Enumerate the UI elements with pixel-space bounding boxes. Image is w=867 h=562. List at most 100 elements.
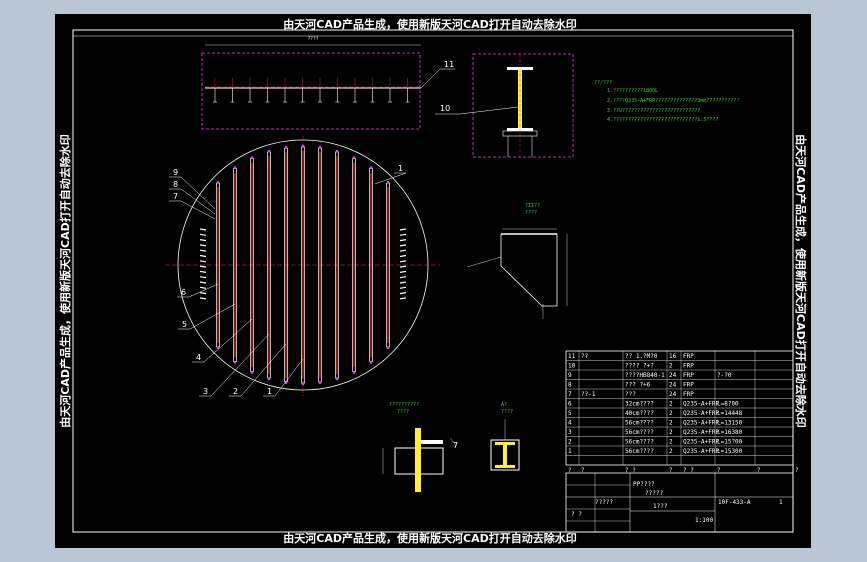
plan-beam-end-bottom bbox=[318, 381, 322, 385]
detail-ii-title: ?II?? bbox=[525, 203, 540, 209]
plan-beam-web bbox=[387, 187, 389, 343]
bracket-outline bbox=[500, 233, 558, 307]
parts-cell-qty: 2 bbox=[669, 401, 673, 408]
detail-a-flange-bottom bbox=[495, 465, 515, 468]
plan-leader-line bbox=[180, 176, 216, 210]
drawing-number: 10F-433-A bbox=[718, 499, 751, 506]
top-view-box bbox=[201, 52, 421, 130]
technical-notes: ??/??? 1.??????????1800L 2.????Q235-A+FR… bbox=[594, 80, 739, 123]
parts-cell-qty: 24 bbox=[669, 372, 677, 379]
plan-beam-end-top bbox=[301, 144, 305, 148]
plan-beam-end-top bbox=[369, 166, 373, 169]
detail-channel-section: ?????????? ???? 7 bbox=[382, 402, 458, 492]
plan-beam-end-top bbox=[250, 156, 254, 159]
plan-beam-web bbox=[268, 156, 270, 374]
watermark-bottom: 由天河CAD产品生成，使用新版天河CAD打开自动去除水印 bbox=[283, 531, 576, 545]
parts-cell-qty: 2 bbox=[669, 410, 673, 417]
parts-cell-no: 9 bbox=[568, 372, 572, 379]
watermark-top: 由天河CAD产品生成，使用新版天河CAD打开自动去除水印 bbox=[283, 17, 576, 31]
parts-cell-note: L=15?00 bbox=[717, 439, 743, 446]
channel-callout-leader bbox=[449, 437, 456, 445]
edge-support-left bbox=[199, 276, 207, 279]
plan-beam-web bbox=[285, 152, 287, 378]
parts-cell-qty: 2 bbox=[669, 439, 673, 446]
plan-callout-c8: 8 bbox=[173, 180, 178, 189]
parts-cell-mat: FRP bbox=[683, 391, 694, 398]
edge-support-left bbox=[199, 254, 207, 258]
note-2: 2.????Q235-A+FRP??????????????3mm???????… bbox=[607, 98, 739, 104]
edge-support-right bbox=[399, 281, 407, 284]
plan-beam-end-top bbox=[216, 180, 220, 184]
edge-support-right bbox=[399, 297, 407, 300]
edge-support-right bbox=[399, 286, 407, 289]
plan-callout-c1b: 1 bbox=[398, 164, 403, 173]
plan-callout-c7: 7 bbox=[173, 192, 178, 201]
plan-callout-c9: 9 bbox=[173, 168, 178, 177]
plan-beam-end-top bbox=[352, 156, 356, 159]
parts-cell-note: L=13150 bbox=[717, 420, 743, 427]
detail-bracket: ?II?? ???? bbox=[466, 203, 568, 319]
plan-beams bbox=[216, 144, 390, 386]
parts-cell-no: 11 bbox=[568, 353, 576, 360]
parts-cell-qty: 2 bbox=[669, 429, 673, 436]
detail-a-sub: ???? bbox=[501, 409, 513, 415]
parts-cell-mat: FRP bbox=[683, 363, 694, 370]
parts-cell-spec: ????HB840-1 bbox=[625, 372, 665, 379]
callout-10-leader bbox=[459, 106, 519, 115]
edge-support-left bbox=[199, 228, 207, 231]
parts-cell-mat: FRP bbox=[683, 353, 694, 360]
plan-beam-end-bottom bbox=[233, 361, 237, 364]
edge-support-left bbox=[199, 233, 207, 236]
top-elevation-view: ???? 11 bbox=[201, 36, 455, 130]
parts-table-header-cell: ? bbox=[757, 467, 761, 474]
plan-beam-web bbox=[353, 162, 355, 368]
parts-cell-note: ?-?0 bbox=[717, 372, 732, 379]
parts-cell-qty: 16 bbox=[669, 353, 677, 360]
parts-cell-qty: 24 bbox=[669, 391, 677, 398]
detail-a-section: A? ???? bbox=[490, 402, 520, 471]
detail-i-beam: 10 bbox=[435, 53, 574, 158]
drawing-border-outer bbox=[72, 29, 794, 533]
parts-cell-mat: Q235-A+FRP bbox=[683, 429, 720, 436]
parts-cell-no: 6 bbox=[568, 401, 572, 408]
plan-beam-end-bottom bbox=[267, 377, 271, 381]
top-view-posts bbox=[213, 78, 410, 103]
watermark-left: 由天河CAD产品生成，使用新版天河CAD打开自动去除水印 bbox=[58, 134, 72, 427]
parts-cell-no: 4 bbox=[568, 420, 572, 427]
parts-table-header-cell: ? bbox=[581, 467, 585, 474]
note-4: 4.????????????????????????????1.5???? bbox=[607, 117, 718, 123]
title-block: PP???? ????? 10F-433-A 1 1:100 ????? ? ?… bbox=[565, 472, 794, 533]
edge-support-right bbox=[399, 270, 407, 273]
note-title: ??/??? bbox=[594, 80, 612, 86]
plan-beam-end-bottom bbox=[216, 346, 220, 350]
edge-support-left bbox=[199, 260, 207, 263]
plan-beam-end-top bbox=[284, 145, 288, 149]
parts-cell-qty: 2 bbox=[669, 448, 673, 455]
bracket-leader bbox=[466, 256, 502, 268]
parts-cell-mat: FRP bbox=[683, 372, 694, 379]
parts-cell-no: 3 bbox=[568, 429, 572, 436]
cad-drawing: 由天河CAD产品生成，使用新版天河CAD打开自动去除水印 由天河CAD产品生成，… bbox=[58, 17, 808, 545]
parts-table-header-cell: ? ? bbox=[625, 467, 636, 474]
parts-cell-qty: 2 bbox=[669, 363, 673, 370]
plan-callout-c6: 6 bbox=[181, 288, 186, 297]
parts-cell-mat: Q235-A+FRP bbox=[683, 420, 720, 427]
parts-cell-name: ?? bbox=[581, 353, 589, 360]
edge-support-left bbox=[199, 244, 207, 247]
edge-support-left bbox=[199, 286, 207, 289]
drawing-scale: 1:100 bbox=[695, 517, 713, 524]
parts-cell-spec: 32cm???? bbox=[625, 401, 654, 408]
drawing-name: PP???? bbox=[633, 481, 655, 488]
parts-cell-spec: ???? ?+? bbox=[625, 363, 654, 370]
channel-title: ?????????? bbox=[389, 402, 419, 408]
edge-support-left bbox=[199, 249, 207, 252]
cad-drawing-canvas[interactable]: 由天河CAD产品生成，使用新版天河CAD打开自动去除水印 由天河CAD产品生成，… bbox=[55, 14, 811, 548]
parts-cell-mat: Q235-A+FRP bbox=[683, 401, 720, 408]
title-small-2: ? ? bbox=[571, 511, 582, 518]
title-block-border bbox=[565, 472, 794, 533]
plan-beam-web bbox=[234, 172, 236, 358]
title-small-3: 1??? bbox=[653, 503, 668, 510]
